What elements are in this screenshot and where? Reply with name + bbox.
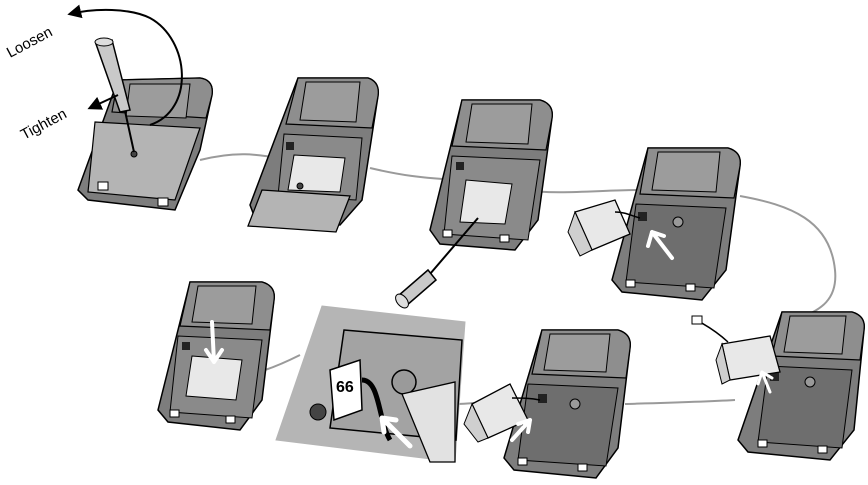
connector-detail-inset: 66: [276, 306, 465, 462]
step-3-device: [430, 100, 552, 250]
step-1-device: [78, 78, 212, 210]
svg-text:66: 66: [336, 379, 354, 396]
removed-cover: [248, 190, 350, 232]
battery-connector-plug: [692, 316, 702, 324]
step-2-device: [248, 78, 378, 232]
tighten-label: Tighten: [18, 105, 70, 143]
loosen-label: Loosen: [4, 23, 55, 61]
step-6-device: [504, 330, 630, 478]
step-5-device: [738, 312, 864, 460]
step-4-device: [612, 148, 740, 300]
